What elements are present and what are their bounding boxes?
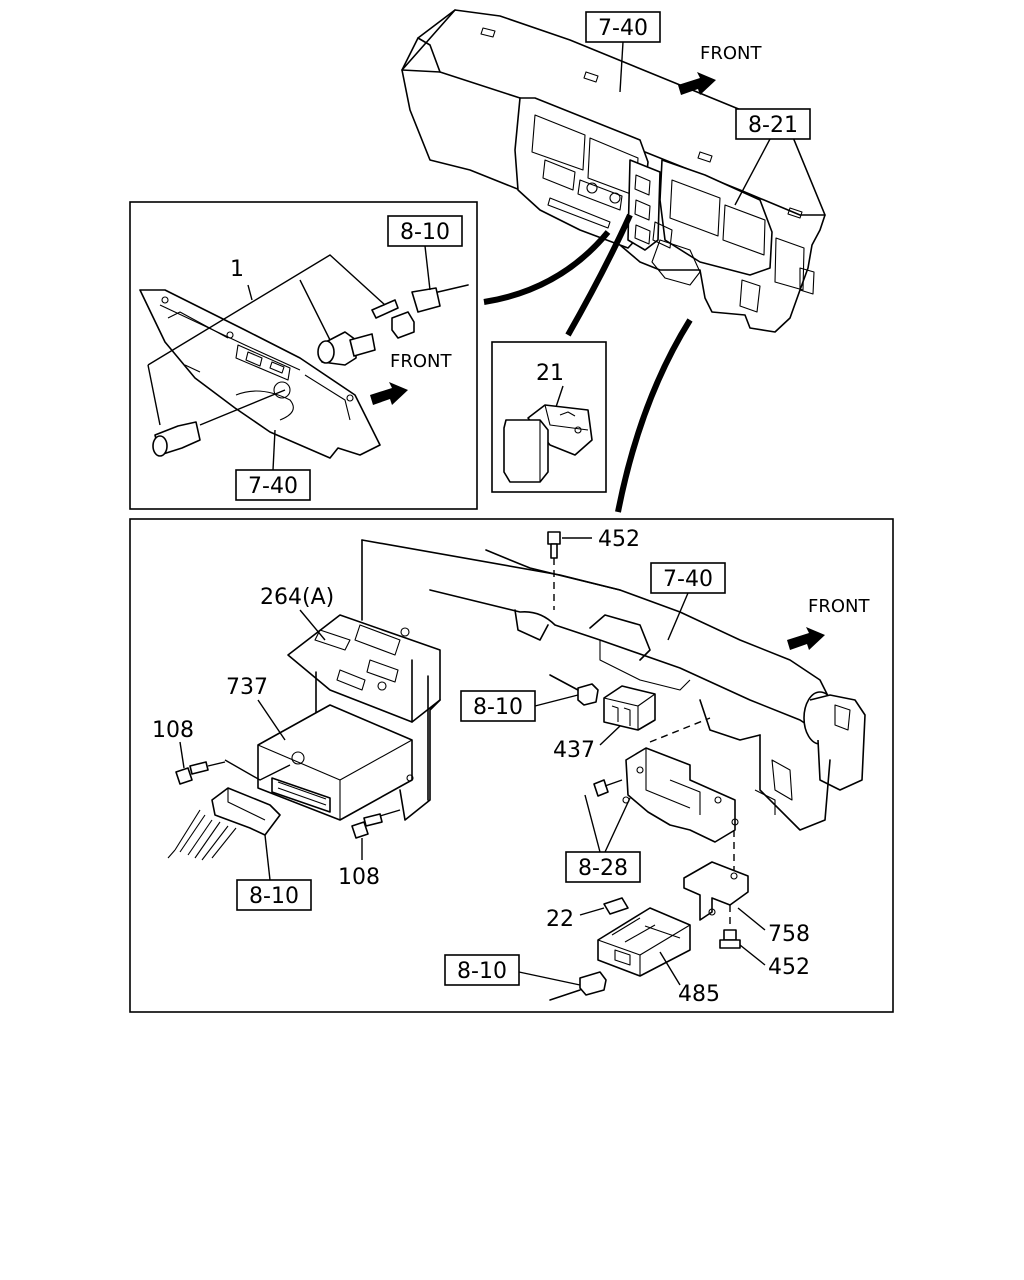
front-arrow-top: FRONT: [678, 43, 762, 95]
ref-label: 8-10: [249, 884, 299, 909]
ref-label: 7-40: [663, 567, 713, 592]
fuse-box-485: 485: [597, 907, 720, 1007]
bracket-8-28: 8-28: [565, 747, 739, 883]
front-arrow-main: FRONT: [787, 596, 870, 650]
front-label: FRONT: [700, 43, 762, 64]
callout-7-40-main: 7-40: [650, 562, 726, 641]
bolt-108-left: 108: [152, 718, 291, 785]
ref-label: 8-28: [578, 856, 628, 881]
ref-label: 8-10: [400, 220, 450, 245]
label-22: 22: [546, 897, 629, 932]
ref-label: 8-10: [473, 695, 523, 720]
ecu-737: 737: [226, 675, 414, 821]
part-number: 21: [536, 361, 564, 386]
dashboard-assembly: [401, 9, 826, 333]
part-number: 108: [338, 865, 380, 890]
front-label: FRONT: [390, 351, 452, 372]
part-number: 737: [226, 675, 268, 700]
inset-switch-panel: 1 8-10 7-40 FRONT: [129, 201, 478, 510]
relay-437: 8-10 437: [460, 674, 711, 763]
ref-label: 8-10: [457, 959, 507, 984]
part-number: 108: [152, 718, 194, 743]
part-number: 1: [230, 257, 244, 282]
bolt-108-right: 108: [338, 809, 401, 890]
bracket-264a: 264(A): [260, 585, 441, 821]
part-number: 485: [678, 982, 720, 1007]
bolt-452-top: 452: [547, 527, 640, 610]
ref-label: 7-40: [248, 474, 298, 499]
part-number: 758: [768, 922, 810, 947]
panel-beam: [361, 539, 866, 831]
ref-label: 7-40: [598, 16, 648, 41]
callout-8-21: 8-21: [734, 108, 811, 206]
part-number: 437: [553, 738, 595, 763]
bolt-452-bottom: 452: [719, 905, 810, 980]
part-number: 452: [598, 527, 640, 552]
pointer-curves: [483, 213, 693, 513]
harness-connector: 8-10: [167, 787, 312, 911]
part-number: 452: [768, 955, 810, 980]
ref-label: 8-21: [748, 113, 798, 138]
bracket-758: 758: [683, 861, 810, 947]
callout-7-40-top: 7-40: [585, 11, 661, 93]
front-label: FRONT: [808, 596, 870, 617]
part-number: 22: [546, 907, 574, 932]
main-assembly-panel: 452 7-40 FRONT 264(A): [129, 518, 894, 1013]
part-number: 264(A): [260, 585, 334, 610]
connector-bottom: 8-10: [444, 954, 607, 1001]
inset-part-21: 21: [491, 341, 607, 493]
